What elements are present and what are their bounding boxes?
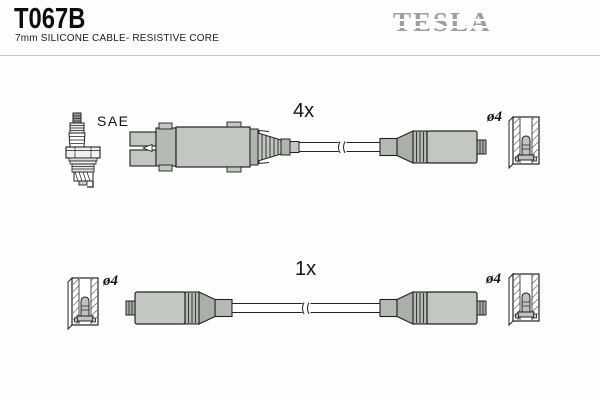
spark-plug-label: SAE [97,113,130,129]
row1-diameter-label: ø4 [487,109,502,125]
row2-right-diameter-label: ø4 [486,271,501,287]
row1-cable-drawing [129,116,540,173]
spark-plug-icon [65,112,101,188]
brand-logo: TESLA [391,7,495,41]
logo-stripe [391,26,495,28]
product-subtitle: 7mm SILICONE CABLE- RESISTIVE CORE [15,33,220,44]
brand-logo-text: TESLA [393,7,492,37]
part-number: T067B [14,3,86,35]
row2-quantity-label: 1x [295,258,317,280]
row1-quantity-label: 4x [293,100,315,122]
row2-cable-drawing [67,273,540,330]
row2-left-diameter-label: ø4 [103,273,118,289]
logo-stripe [391,19,495,21]
header-divider [0,55,600,56]
